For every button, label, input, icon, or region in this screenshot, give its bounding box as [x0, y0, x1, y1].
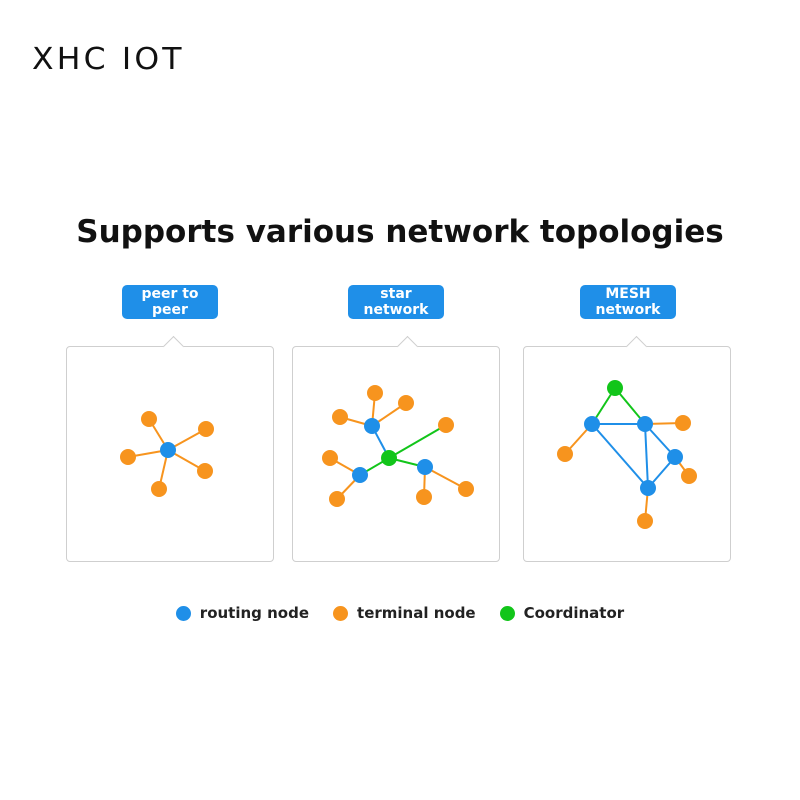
terminal-node [438, 417, 454, 433]
terminal-node [398, 395, 414, 411]
page-title: Supports various network topologies [76, 214, 724, 250]
routing-node [160, 442, 176, 458]
legend-label: routing node [199, 604, 310, 622]
star-network-diagram [322, 385, 474, 507]
panel-mesh-network [523, 335, 731, 562]
routing-node [364, 418, 380, 434]
routing-node [352, 467, 368, 483]
routing-node [637, 416, 653, 432]
legend-item-coordinator: Coordinator [499, 604, 625, 622]
terminal-node-dot-icon [333, 605, 349, 621]
panel-peer-to-peer [66, 335, 274, 562]
terminal-node [197, 463, 213, 479]
legend-label: terminal node [357, 604, 476, 622]
terminal-node [416, 489, 432, 505]
label-line1: star [380, 286, 412, 302]
terminal-node [557, 446, 573, 462]
coordinator-dot-icon [499, 605, 515, 621]
terminal-node [151, 481, 167, 497]
terminal-node [120, 449, 136, 465]
terminal-node [198, 421, 214, 437]
legend-item-terminal: terminal node [333, 604, 476, 622]
edge [644, 423, 649, 489]
terminal-node [332, 409, 348, 425]
routing-node [417, 459, 433, 475]
terminal-node [141, 411, 157, 427]
label-line2: peer [152, 302, 188, 318]
label-line2: network [363, 302, 429, 318]
terminal-node [681, 468, 697, 484]
terminal-node [329, 491, 345, 507]
terminal-node [675, 415, 691, 431]
routing-node-dot-icon [175, 605, 191, 621]
routing-node [584, 416, 600, 432]
label-line2: network [595, 302, 661, 318]
terminal-node [458, 481, 474, 497]
label-line1: MESH [605, 286, 651, 302]
panel-star-network [292, 335, 500, 562]
terminal-node [367, 385, 383, 401]
coordinator-node [381, 450, 397, 466]
edge [388, 424, 447, 459]
routing-node [667, 449, 683, 465]
legend-label: Coordinator [523, 604, 625, 622]
routing-node [640, 480, 656, 496]
coordinator-node [607, 380, 623, 396]
brand-logo: XHC IOT [32, 42, 185, 77]
legend-item-routing: routing node [175, 604, 310, 622]
legend: routing node terminal node Coordinator [0, 604, 800, 622]
peer-to-peer-diagram [120, 411, 214, 497]
mesh-network-diagram [557, 380, 697, 529]
edge [591, 423, 649, 489]
terminal-node [637, 513, 653, 529]
label-line1: peer to [141, 286, 199, 302]
terminal-node [322, 450, 338, 466]
